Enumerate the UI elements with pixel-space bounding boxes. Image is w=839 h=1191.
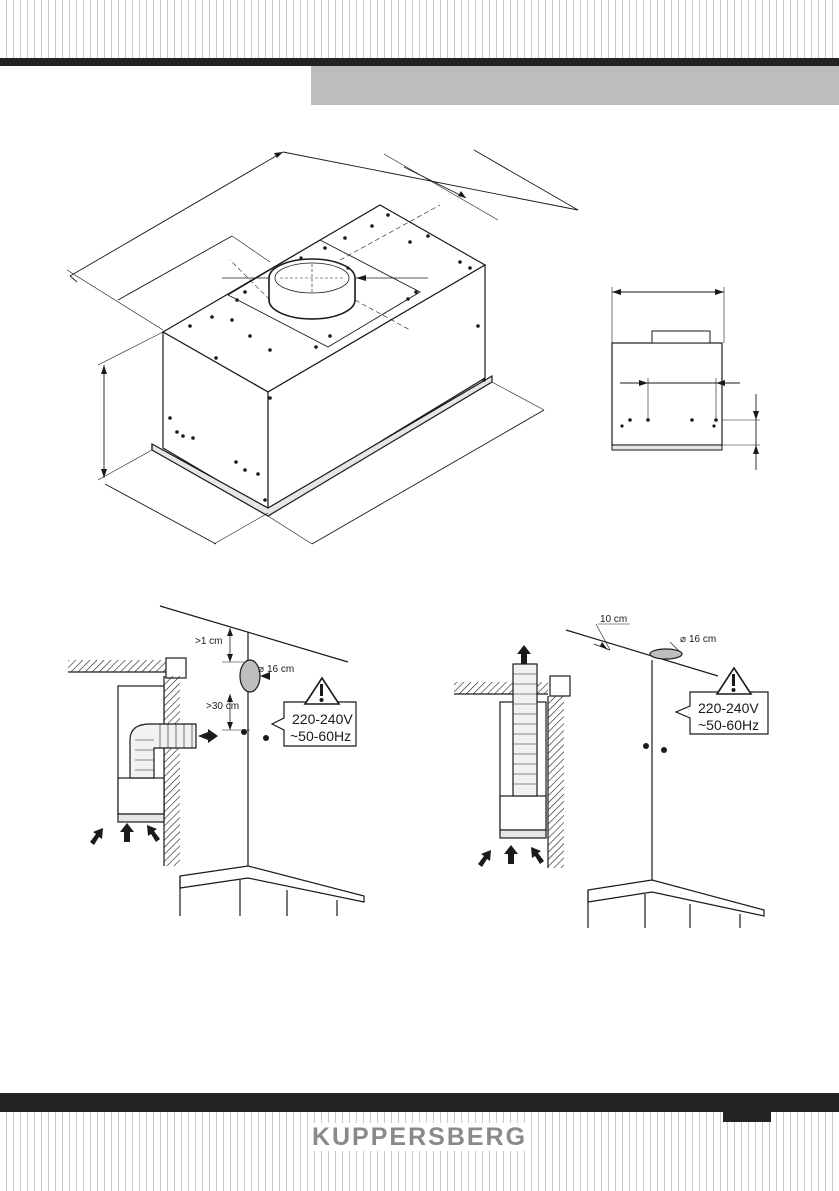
- install-right-scene: [454, 623, 769, 928]
- dimension-arrowheads: [101, 152, 466, 478]
- hood-side-view: [611, 287, 760, 470]
- footer-bar: [0, 1093, 839, 1112]
- left-frequency-label: ~50-60Hz: [290, 728, 351, 744]
- ceiling-gap-label: >1 cm: [195, 636, 223, 647]
- install-right-arrows: [478, 642, 736, 867]
- install-left-arrows: [90, 628, 324, 845]
- mounting-holes: [168, 213, 486, 502]
- brand-name: KUPPERSBERG: [307, 1123, 532, 1151]
- section-banner: [311, 66, 839, 105]
- right-voltage-label: 220-240V: [698, 700, 759, 716]
- left-voltage-label: 220-240V: [292, 711, 353, 727]
- right-offset-label: 10 cm: [600, 614, 627, 625]
- diameter-symbol-icon: ⌀: [680, 634, 686, 645]
- left-duct-diameter-label: 16 cm: [267, 664, 294, 675]
- diameter-symbol-icon: ⌀: [258, 664, 264, 675]
- right-duct-diameter-label: 16 cm: [689, 634, 716, 645]
- page-tab: [723, 1112, 771, 1122]
- header-bar: [0, 58, 839, 66]
- brand-logo: KUPPERSBERG: [0, 1123, 839, 1152]
- header-stripe-pattern: [0, 0, 839, 58]
- outlet-gap-label: >30 cm: [206, 701, 239, 712]
- right-frequency-label: ~50-60Hz: [698, 717, 759, 733]
- install-left-scene: [68, 605, 365, 916]
- hood-dimension-lines: [66, 149, 579, 545]
- side-view-holes: [612, 289, 759, 454]
